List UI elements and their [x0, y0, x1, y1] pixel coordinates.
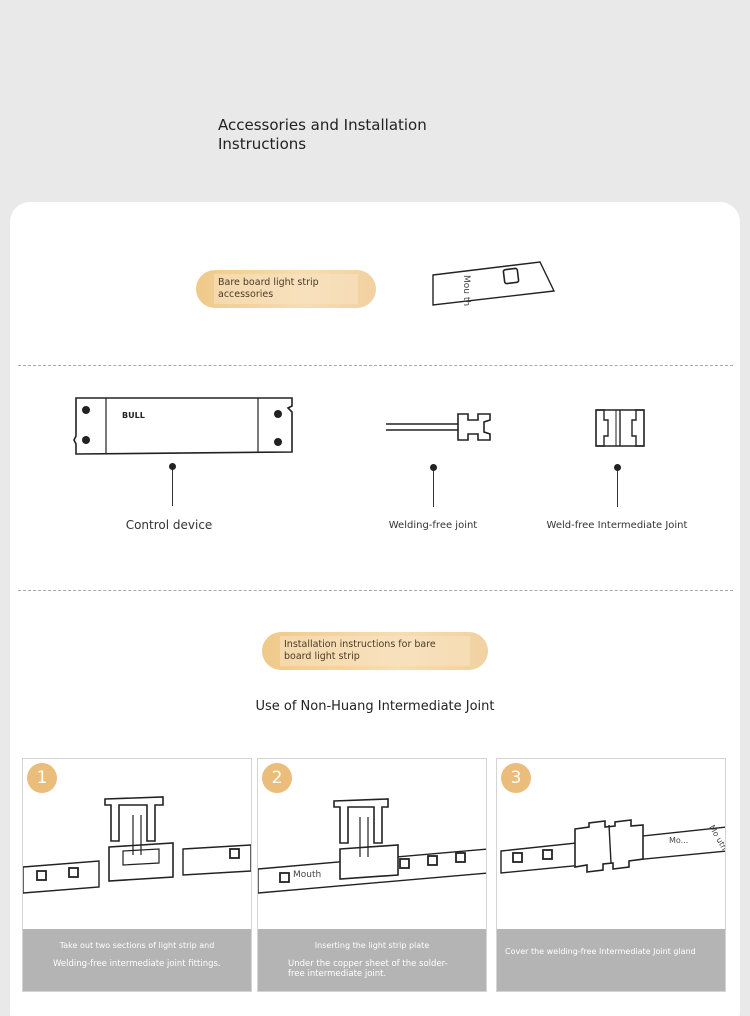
intermediate-joint-label: Weld-free Intermediate Joint [546, 520, 688, 531]
step-number-2: 2 [262, 763, 292, 793]
step-card-2: 2 Mouth Inserting the light strip plate … [257, 758, 487, 992]
step-1-illustration [23, 796, 251, 894]
control-device-illustration: BULL [73, 397, 293, 455]
step-number-3: 3 [501, 763, 531, 793]
step-2-caption-line2: Under the copper sheet of the solder-fre… [288, 959, 448, 979]
brand-mark: BULL [122, 411, 145, 420]
step-3-illustration: Mo... Mo uth [500, 819, 725, 874]
welding-free-joint-pointer [430, 464, 437, 507]
step-card-1: 1 Take out two sections of light strip a… [22, 758, 252, 992]
step-number-1: 1 [27, 763, 57, 793]
installation-pill: Installation instructions for bare board… [262, 632, 488, 670]
section-divider [18, 590, 733, 591]
step-2-illustration: Mouth [258, 798, 486, 894]
light-strip-illustration: Mou th [432, 261, 556, 306]
intermediate-joint-illustration [595, 409, 645, 447]
control-device-pointer [169, 463, 176, 506]
intermediate-joint-pointer [614, 464, 621, 507]
step-2-mouth-label: Mouth [293, 870, 321, 880]
page-title: Accessories and Installation Instruction… [218, 116, 427, 153]
control-device-label: Control device [125, 518, 213, 532]
welding-free-joint-label: Welding-free joint [388, 520, 478, 531]
step-1-caption-line1: Take out two sections of light strip and [59, 941, 215, 950]
strip-mouth-label: Mou th [461, 275, 471, 306]
content-card: Bare board light strip accessories Mou t… [10, 202, 740, 1016]
section-divider [18, 365, 733, 366]
welding-free-joint-illustration [386, 413, 491, 441]
step-1-caption: Take out two sections of light strip and… [23, 929, 251, 991]
step-2-caption-line1: Inserting the light strip plate [314, 941, 430, 950]
installation-pill-label: Installation instructions for bare board… [280, 636, 470, 666]
step-3-mouth-label: Mo... [669, 836, 688, 845]
step-3-caption-line1: Cover the welding-free Intermediate Join… [505, 947, 696, 956]
accessories-pill-label: Bare board light strip accessories [214, 274, 358, 304]
step-3-caption: Cover the welding-free Intermediate Join… [497, 929, 725, 991]
step-1-caption-line2: Welding-free intermediate joint fittings… [53, 959, 221, 969]
installation-subtitle: Use of Non-Huang Intermediate Joint [255, 699, 495, 714]
step-card-3: 3 Mo... Mo uth Cover the welding-free In… [496, 758, 726, 992]
step-2-caption: Inserting the light strip plate Under th… [258, 929, 486, 991]
accessories-pill: Bare board light strip accessories [196, 270, 376, 308]
